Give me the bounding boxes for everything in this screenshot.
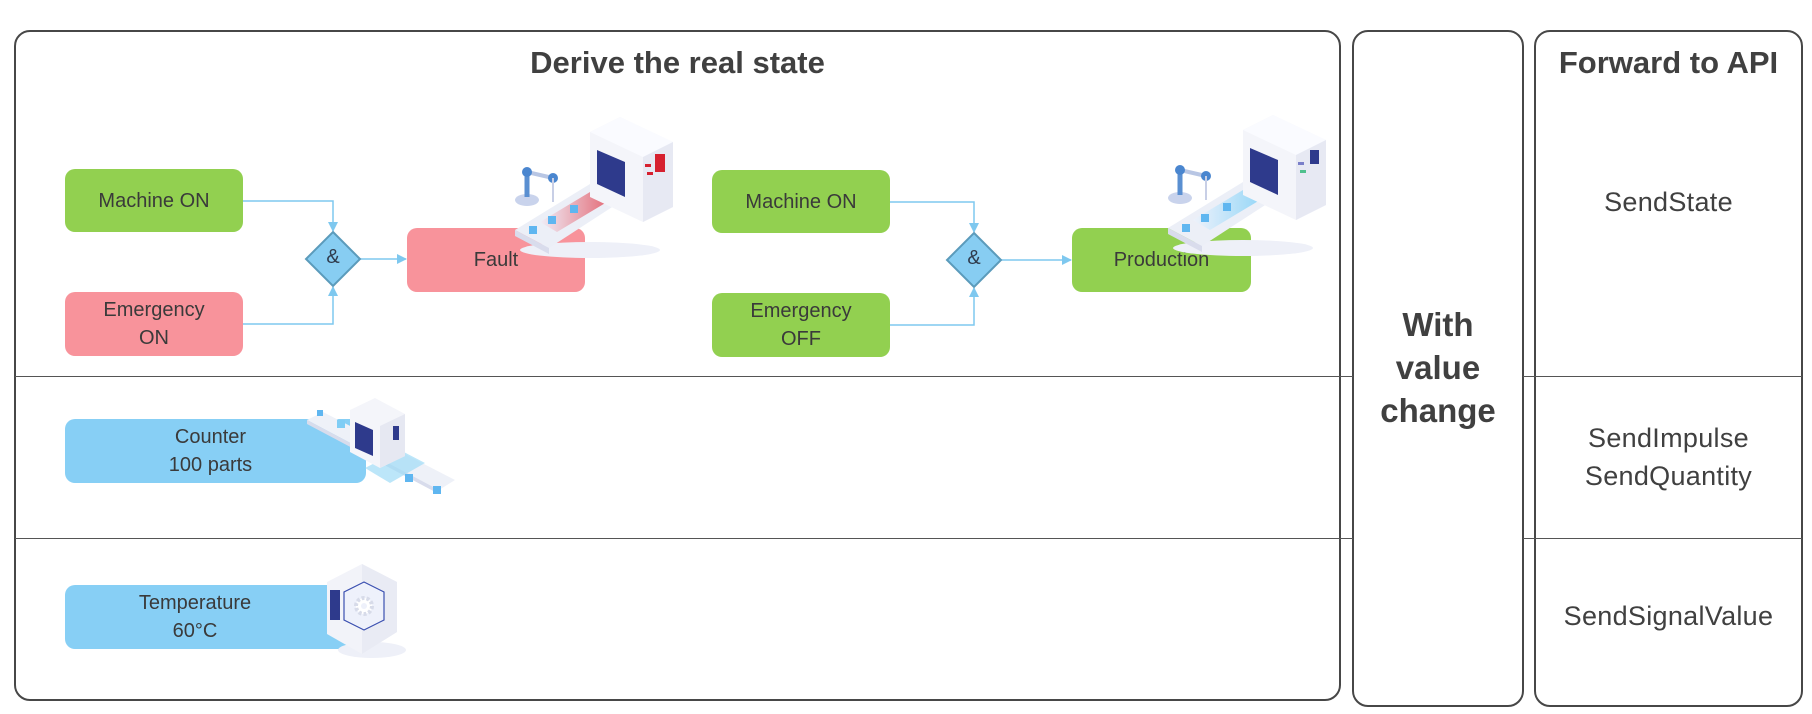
row-divider-2 (15, 538, 1353, 539)
forward-api-title: Forward to API (1558, 45, 1779, 80)
value-change-panel (1352, 30, 1524, 707)
api-send-impulse-quantity: SendImpulse SendQuantity (1584, 423, 1753, 491)
production-state-label: Production (1113, 249, 1210, 271)
machine-on-box-1: Machine ON (65, 169, 243, 232)
and-gate-2-label: & (967, 247, 981, 269)
counter-box: Counter 100 parts (65, 419, 366, 483)
row-divider-2-right (1523, 538, 1802, 539)
emergency-on-box: Emergency ON (65, 292, 243, 356)
with-value-change-label: With value change (1380, 306, 1496, 429)
hex-cabinet-gear-icon (327, 564, 406, 658)
emergency-off-box: Emergency OFF (712, 293, 890, 357)
and-gate-1-label: & (326, 246, 340, 268)
row-divider-1 (15, 376, 1353, 377)
api-send-state: SendState (1604, 187, 1733, 217)
api-send-signal-value: SendSignalValue (1563, 601, 1774, 631)
forward-api-panel (1534, 30, 1803, 707)
row-divider-1-right (1523, 376, 1802, 377)
machine-production-icon (1168, 115, 1326, 256)
production-state-box: Production (1072, 228, 1251, 292)
machine-fault-icon (515, 117, 673, 258)
conveyor-machine-icon (307, 398, 455, 494)
derive-state-title: Derive the real state (530, 45, 825, 80)
machine-on-box-2: Machine ON (712, 170, 890, 233)
fault-state-label: Fault (473, 249, 519, 271)
temperature-box: Temperature 60°C (65, 585, 355, 649)
